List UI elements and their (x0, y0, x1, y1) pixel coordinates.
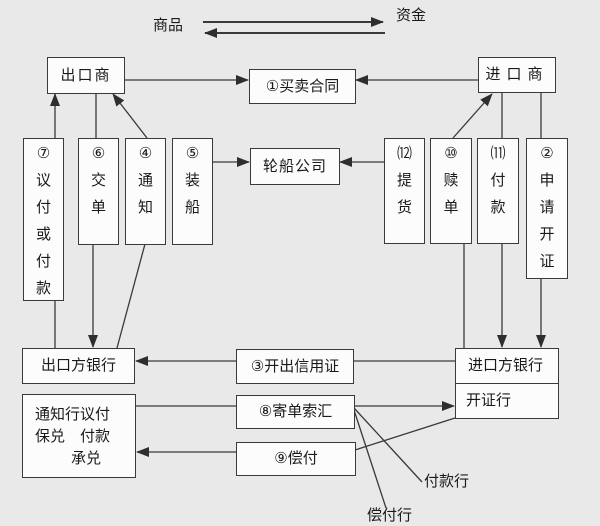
paying-bank-leader (353, 407, 423, 483)
reimbursing-bank-leader (353, 409, 387, 509)
exporter-node: 出口商 (47, 57, 125, 94)
reimbursing-bank-label: 偿付行 (367, 507, 413, 524)
advising-bank-node: 通知行议付 保兑 付款 承兑 (22, 394, 136, 478)
redeem-to-importer (452, 93, 493, 139)
legend-arrows (203, 17, 385, 38)
advice-node: ④通知 (125, 138, 166, 245)
paying-bank-label: 付款行 (424, 473, 470, 490)
take-delivery-node: ⑿提货 (384, 138, 425, 244)
importer-bank-node: 进口方银行 (455, 348, 559, 384)
advise-to-exporter (112, 93, 148, 139)
present-documents-node: ⑥交单 (78, 138, 119, 245)
redeem-documents-node: ⑩赎单 (430, 138, 472, 244)
advising-bank-line1: 通知行议付 (35, 406, 111, 423)
issuing-bank-node: 开证行 (455, 383, 559, 419)
negotiation-or-payment-node: ⑦议付或付款 (23, 138, 64, 301)
send-documents-claim-node: ⑧寄单索汇 (236, 395, 355, 429)
sales-contract-node: ①买卖合同 (249, 69, 356, 104)
advising-bank-line3: 承兑 (71, 450, 102, 467)
apply-for-lc-node: ②申请开证 (526, 138, 568, 279)
importer-node: 进口商 (478, 57, 556, 93)
advising-bank-line2: 保兑 付款 (35, 428, 111, 445)
exporterbank-to-advise (116, 243, 146, 349)
goods-legend-label: 商品 (153, 17, 184, 34)
payment-node: ⑾付款 (477, 138, 519, 244)
issuingbank-to-reimburse (354, 417, 456, 451)
issue-lc-node: ③开出信用证 (236, 349, 354, 384)
exporter-bank-node: 出口方银行 (22, 348, 135, 384)
funds-legend-label: 资金 (396, 7, 427, 24)
shipping-company-node: 轮船公司 (250, 148, 340, 185)
shipment-node: ⑤装船 (172, 138, 213, 245)
reimbursement-node: ⑨偿付 (236, 442, 356, 476)
